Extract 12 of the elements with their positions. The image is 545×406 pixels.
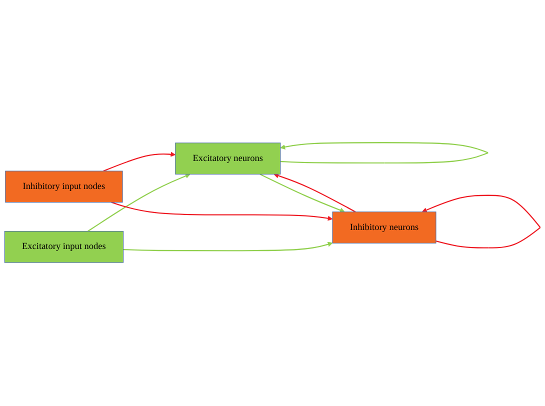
arrow [274,174,356,213]
arrow [280,142,488,164]
node-box: Inhibitory neurons [332,212,436,244]
arrow [111,202,333,222]
arrow [88,174,190,232]
node-box: Inhibitory input nodes [5,171,123,203]
arrow [123,242,333,252]
arrow [260,174,345,213]
arrow [103,152,176,172]
arrow [422,195,541,249]
node-box: Excitatory neurons [175,143,281,175]
node-box: Excitatory input nodes [4,231,124,264]
